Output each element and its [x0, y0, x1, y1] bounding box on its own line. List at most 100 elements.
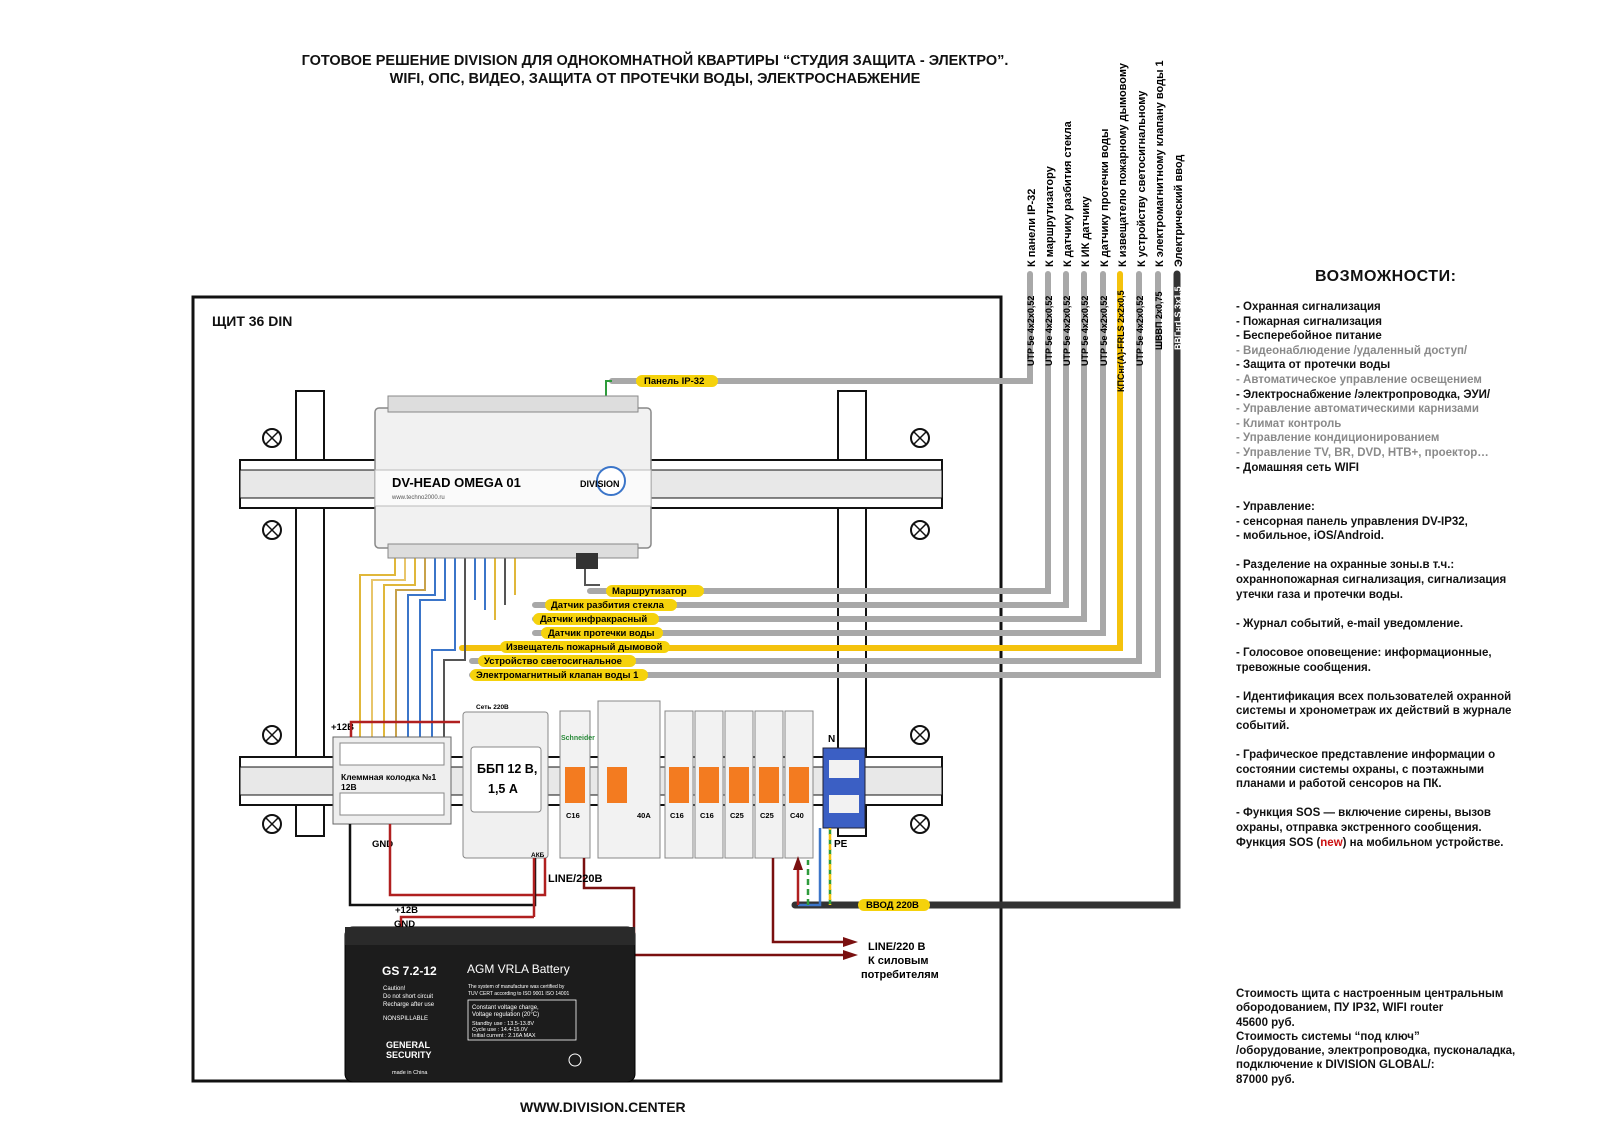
terminal-block-label: Клеммная колодка №1	[341, 772, 437, 782]
breaker-2-rating: 40A	[637, 811, 651, 820]
controller-model: DV-HEAD OMEGA 01	[392, 475, 521, 490]
note-graphics: - Графическое представление информации о…	[1236, 749, 1496, 791]
ethernet-port	[576, 553, 598, 569]
controller-site: www.techno2000.ru	[391, 495, 445, 501]
cable-type-2: UTP 5e 4x2x0,52	[1044, 296, 1054, 366]
title-line-1: ГОТОВОЕ РЕШЕНИЕ DIVISION ДЛЯ ОДНОКОМНАТН…	[301, 53, 1009, 69]
terminal-block-sub: 12В	[341, 782, 357, 792]
note-voice: - Голосовое оповещение: информационные, …	[1236, 646, 1492, 674]
note-zones: - Разделение на охранные зоны.в т.ч.: ох…	[1236, 559, 1507, 601]
cable-type-8: ШВВП 2x0,75	[1154, 291, 1164, 350]
capability-item: - Климат контроль	[1236, 417, 1342, 430]
battery-charge-2: Voltage regulation (20°C)	[472, 1012, 539, 1018]
dest-4: К ИК датчику	[1080, 195, 1092, 267]
breaker-5-rating: C25	[730, 811, 744, 820]
consumers-label-2: К силовым	[868, 955, 929, 967]
recycle-icon	[568, 1053, 582, 1067]
tag-light: Устройство светосигнальное	[484, 656, 622, 667]
website-footer: WWW.DIVISION.CENTER	[520, 1099, 686, 1115]
cable-type-6: КПСнг(А)-FRLS 2x2x0,5	[1116, 290, 1126, 392]
features-notes: - Управление: - сенсорная панель управле…	[1236, 500, 1566, 865]
note-control: - Управление: - сенсорная панель управле…	[1236, 501, 1468, 543]
dest-1: К панели IP-32	[1026, 189, 1038, 267]
terminal-block: Клеммная колодка №1 12В	[332, 736, 452, 825]
sos-new-badge: new	[1320, 836, 1343, 849]
ups-label-1: ББП 12 В,	[477, 762, 537, 776]
cable-tags: Панель IP-32 Маршрутизатор Датчик разбит…	[470, 375, 718, 681]
sos-text-post: ) на мобильном устройстве.	[1342, 836, 1504, 849]
breaker-1-rating: C16	[566, 811, 580, 820]
gray-cables	[469, 271, 1161, 678]
ups-mains: Сеть 220В	[476, 704, 509, 711]
terminal-plus-label: +12В	[331, 722, 354, 733]
battery-nonspill: NONSPILLABLE	[383, 1016, 428, 1022]
tag-panel: Панель IP-32	[644, 376, 704, 387]
cable-type-4: UTP 5e 4x2x0,52	[1080, 296, 1090, 366]
ups-module: Сеть 220В АКБ ББП 12 В, 1,5 А	[462, 704, 549, 859]
breakers: Schneider C16 40A C16 C16 C25 C25 C40	[559, 700, 814, 859]
dest-2: К маршрутизатору	[1044, 165, 1056, 267]
battery-type: AGM VRLA Battery	[467, 962, 570, 976]
capability-item: - Охранная сигнализация	[1236, 301, 1381, 313]
capability-item: - Автоматическое управление освещением	[1236, 373, 1482, 386]
title-line-2: WIFI, ОПС, ВИДЕО, ЗАЩИТА ОТ ПРОТЕЧКИ ВОД…	[389, 71, 921, 87]
capability-item: - Домашняя сеть WIFI	[1236, 461, 1359, 474]
n-pe-bus	[822, 747, 866, 829]
pe-label: PE	[834, 839, 848, 850]
capability-item: - Видеонаблюдение /удаленный доступ/	[1236, 344, 1468, 357]
battery-caution-3: Recharge after use	[383, 1002, 435, 1008]
dest-9: Электрический ввод	[1173, 155, 1185, 267]
battery-caution-2: Do not short circuit	[383, 994, 433, 1000]
n-label: N	[828, 734, 835, 745]
ups-label-2: 1,5 А	[488, 782, 518, 796]
cost-info: Стоимость щита с настроенным центральным…	[1236, 988, 1516, 1086]
battery-caution-1: Caution!	[383, 986, 406, 992]
cabinet-label: ЩИТ 36 DIN	[212, 313, 293, 329]
tag-glass: Датчик разбития стекла	[551, 600, 665, 611]
tag-router: Маршрутизатор	[612, 586, 687, 597]
battery-gnd: GND	[394, 919, 415, 930]
consumers-label-1: LINE/220 В	[868, 941, 926, 953]
battery-made: made in China	[392, 1070, 428, 1076]
tag-valve: Электромагнитный клапан воды 1	[476, 670, 639, 681]
battery-initial: Initial current : 2.16A MAX	[472, 1033, 536, 1039]
cable-type-1: UTP 5e 4x2x0,52	[1026, 296, 1036, 366]
breaker-3-rating: C16	[670, 811, 684, 820]
battery-cert-1: The system of manufacture was certified …	[468, 984, 565, 990]
dest-3: К датчику разбития стекла	[1062, 120, 1074, 267]
battery-cert-2: TUV CERT according to ISO 9001 ISO 14001	[468, 991, 569, 997]
breaker-4-rating: C16	[700, 811, 714, 820]
battery-plus: +12В	[395, 905, 418, 916]
dest-6: К извещателю пожарному дымовому	[1117, 62, 1129, 267]
battery-cycle: Cycle use : 14.4-15.0V	[472, 1027, 528, 1033]
consumers-label-3: потребителям	[861, 969, 939, 981]
capabilities-list: - Охранная сигнализация - Пожарная сигна…	[1236, 300, 1576, 475]
capability-item: - Управление автоматическими карнизами	[1236, 403, 1479, 416]
capability-item: - Управление кондиционированием	[1236, 432, 1440, 445]
tag-leak: Датчик протечки воды	[548, 628, 655, 639]
cable-type-3: UTP 5e 4x2x0,52	[1062, 296, 1072, 366]
controller-brand: DIVISION	[580, 479, 620, 489]
battery-model: GS 7.2-12	[382, 964, 437, 978]
page-title: ГОТОВОЕ РЕШЕНИЕ DIVISION ДЛЯ ОДНОКОМНАТН…	[195, 52, 1115, 88]
tag-ir: Датчик инфракрасный	[540, 614, 647, 625]
capabilities-heading: ВОЗМОЖНОСТИ:	[1315, 268, 1457, 285]
line-220-label: LINE/220B	[548, 873, 602, 885]
battery: +12В GND GS 7.2-12 AGM VRLA Battery Caut…	[344, 905, 636, 1083]
dest-5: К датчику протечки воды	[1099, 129, 1111, 267]
ups-akb: АКБ	[531, 852, 545, 859]
terminal-gnd-label: GND	[372, 839, 393, 850]
input-tag: ВВОД 220В	[866, 900, 919, 911]
capability-item: - Защита от протечки воды	[1236, 359, 1391, 372]
dest-7: К устройству светосигнальному	[1136, 90, 1148, 267]
battery-charge-1: Constant voltage charge,	[472, 1005, 539, 1011]
battery-standby: Standby use : 13.5-13.8V	[472, 1021, 534, 1027]
fire-cable	[459, 271, 1123, 651]
note-identification: - Идентификация всех пользователей охран…	[1236, 690, 1512, 732]
capability-item: - Электроснабжение /электропроводка, ЭУИ…	[1236, 388, 1491, 401]
cable-type-5: UTP 5e 4x2x0,52	[1099, 296, 1109, 366]
capability-item: - Бесперебойное питание	[1236, 330, 1382, 343]
tag-smoke: Извещатель пожарный дымовой	[506, 642, 662, 653]
breaker-6-rating: C25	[760, 811, 774, 820]
